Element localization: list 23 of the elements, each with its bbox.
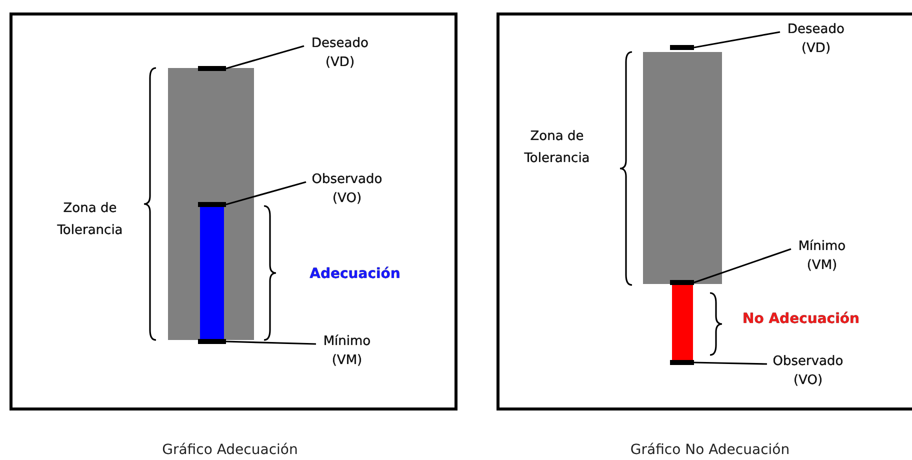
chart-caption: Gráfico Adecuación	[161, 441, 299, 460]
value-label: Deseado (VD)	[776, 20, 856, 58]
value-label: Deseado (VD)	[300, 34, 380, 72]
marker-bar	[198, 66, 226, 71]
marker-bar	[198, 202, 226, 207]
leader-line	[694, 31, 780, 48]
chart-caption: Gráfico No Adecuación	[629, 441, 791, 460]
marker-bar	[670, 360, 694, 365]
value-label: Observado (VO)	[763, 352, 853, 390]
status-label: No Adecuación	[742, 310, 860, 329]
zone-label: Zona de Tolerancia	[523, 128, 591, 168]
leader-line	[226, 340, 316, 345]
marker-bar	[670, 45, 694, 50]
status-label: Adecuación	[308, 265, 402, 284]
leader-line	[694, 248, 792, 284]
value-label: Observado (VO)	[302, 170, 392, 208]
marker-bar	[198, 339, 226, 344]
value-label: Mínimo (VM)	[787, 237, 857, 275]
leader-line	[694, 362, 768, 365]
leader-line	[226, 181, 306, 206]
value-label: Mínimo (VM)	[312, 332, 382, 370]
marker-bar	[670, 280, 694, 285]
zone-label: Zona de Tolerancia	[56, 200, 124, 240]
